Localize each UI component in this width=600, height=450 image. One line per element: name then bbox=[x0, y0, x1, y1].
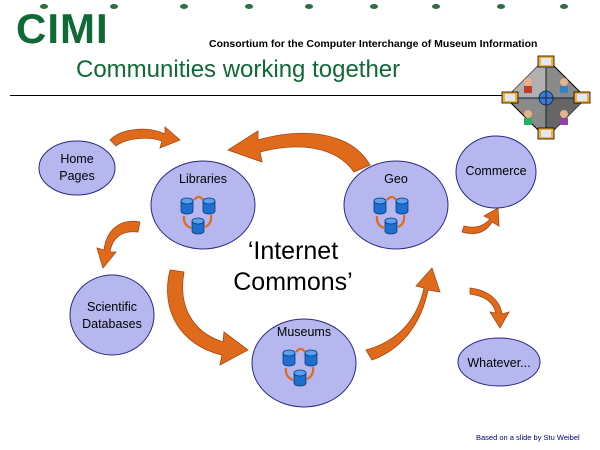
node-museums: Museums bbox=[251, 318, 357, 408]
node-libraries: Libraries bbox=[150, 160, 256, 250]
decorative-dot bbox=[560, 4, 568, 9]
node-label: Home bbox=[60, 152, 93, 166]
node-label: Databases bbox=[82, 317, 142, 331]
decorative-dot bbox=[497, 4, 505, 9]
arrow-museums-to-geo bbox=[365, 267, 441, 361]
slide-title: Communities working together bbox=[76, 56, 401, 83]
node-geo: Geo bbox=[343, 160, 449, 250]
consortium-subtitle: Consortium for the Computer Interchange … bbox=[209, 38, 538, 50]
networked-computers-illustration bbox=[501, 55, 591, 140]
decorative-dot bbox=[110, 4, 118, 9]
node-whatever: Whatever... bbox=[457, 337, 541, 387]
node-label: Whatever... bbox=[467, 356, 530, 370]
arrow-geo-to-libraries bbox=[227, 130, 371, 173]
node-commerce: Commerce bbox=[455, 135, 537, 209]
node-label: Commerce bbox=[465, 164, 526, 178]
internet-commons-label: ‘Internet Commons’ bbox=[218, 236, 368, 298]
center-label-line: Commons’ bbox=[233, 268, 353, 296]
decorative-dot bbox=[432, 4, 440, 9]
arrow-geo-to-commerce bbox=[461, 207, 500, 234]
node-label: Libraries bbox=[179, 172, 227, 186]
arrow-libraries-to-scientific bbox=[96, 220, 141, 269]
arrow-libraries-to-museums bbox=[167, 269, 249, 366]
node-label: Museums bbox=[277, 325, 331, 339]
center-label-line: ‘Internet bbox=[247, 237, 339, 265]
arrow-to-whatever bbox=[469, 287, 510, 329]
decorative-dot bbox=[370, 4, 378, 9]
node-label: Pages bbox=[59, 169, 94, 183]
title-divider bbox=[10, 95, 510, 96]
slide-credit: Based on a slide by Stu Weibel bbox=[476, 433, 580, 442]
flow-arrows bbox=[96, 126, 510, 366]
node-label: Geo bbox=[384, 172, 408, 186]
node-home-pages: Home Pages bbox=[38, 140, 116, 196]
node-scientific-databases: Scientific Databases bbox=[69, 274, 155, 356]
decorative-dot bbox=[40, 4, 48, 9]
cimi-logo: CIMI bbox=[16, 5, 109, 52]
node-label: Scientific bbox=[87, 300, 137, 314]
arrow-home-to-libraries bbox=[109, 126, 181, 149]
decorative-dot bbox=[305, 4, 313, 9]
decorative-dot bbox=[245, 4, 253, 9]
decorative-dot bbox=[180, 4, 188, 9]
